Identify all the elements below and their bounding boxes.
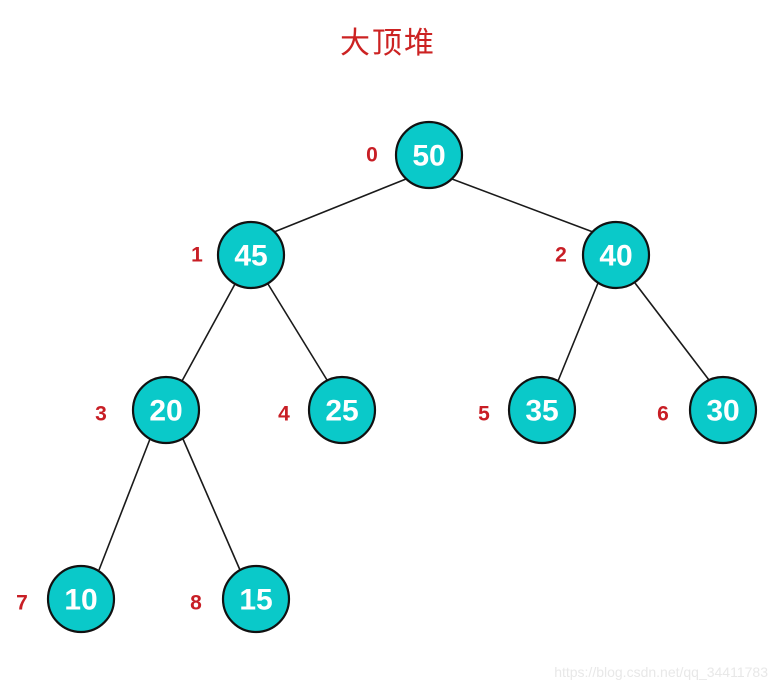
- tree-node[interactable]: 6 30: [657, 375, 758, 445]
- tree-node[interactable]: 3 20: [95, 375, 201, 445]
- watermark: https://blog.csdn.net/qq_34411783: [554, 664, 768, 680]
- tree-edge: [181, 283, 236, 382]
- node-index-label: 7: [16, 592, 28, 615]
- node-index-label: 4: [278, 403, 290, 426]
- tree-edge: [273, 178, 407, 233]
- node-index-label: 5: [478, 403, 490, 426]
- node-circle[interactable]: [307, 375, 377, 445]
- tree-edges-group: [98, 178, 710, 571]
- tree-node[interactable]: 2 40: [555, 220, 651, 290]
- node-value-label: 25: [325, 395, 358, 428]
- page-title: 大顶堆: [340, 26, 436, 61]
- node-circle[interactable]: [507, 375, 577, 445]
- node-value-label: 30: [706, 395, 739, 428]
- node-index-label: 0: [366, 144, 378, 167]
- tree-node[interactable]: 4 25: [278, 375, 377, 445]
- node-circle[interactable]: [216, 220, 286, 290]
- node-circle[interactable]: [581, 220, 651, 290]
- tree-node[interactable]: 8 15: [190, 564, 291, 634]
- node-value-label: 20: [149, 395, 182, 428]
- node-index-label: 3: [95, 403, 107, 426]
- tree-edge: [557, 282, 599, 382]
- node-value-label: 45: [234, 240, 267, 273]
- node-circle[interactable]: [221, 564, 291, 634]
- node-index-label: 1: [191, 244, 203, 267]
- node-circle[interactable]: [688, 375, 758, 445]
- node-circle[interactable]: [46, 564, 116, 634]
- node-value-label: 50: [412, 140, 445, 173]
- tree-node[interactable]: 7 10: [16, 564, 116, 634]
- tree-nodes-group: 0 50 1 45 2 40 3 20 4 25 5 35 6 30 7 10 8 15: [16, 120, 758, 634]
- tree-node[interactable]: 5 35: [478, 375, 577, 445]
- node-circle[interactable]: [394, 120, 464, 190]
- node-circle[interactable]: [131, 375, 201, 445]
- tree-node[interactable]: 0 50: [366, 120, 464, 190]
- tree-edge: [634, 282, 710, 381]
- node-value-label: 10: [64, 584, 97, 617]
- node-index-label: 2: [555, 244, 567, 267]
- node-value-label: 40: [599, 240, 632, 273]
- node-value-label: 35: [525, 395, 558, 428]
- tree-edge: [182, 438, 241, 571]
- tree-node[interactable]: 1 45: [191, 220, 286, 290]
- tree-edge: [267, 283, 328, 381]
- node-index-label: 8: [190, 592, 202, 615]
- tree-edge: [451, 178, 594, 233]
- tree-edge: [98, 438, 151, 571]
- node-value-label: 15: [239, 584, 272, 617]
- node-index-label: 6: [657, 403, 669, 426]
